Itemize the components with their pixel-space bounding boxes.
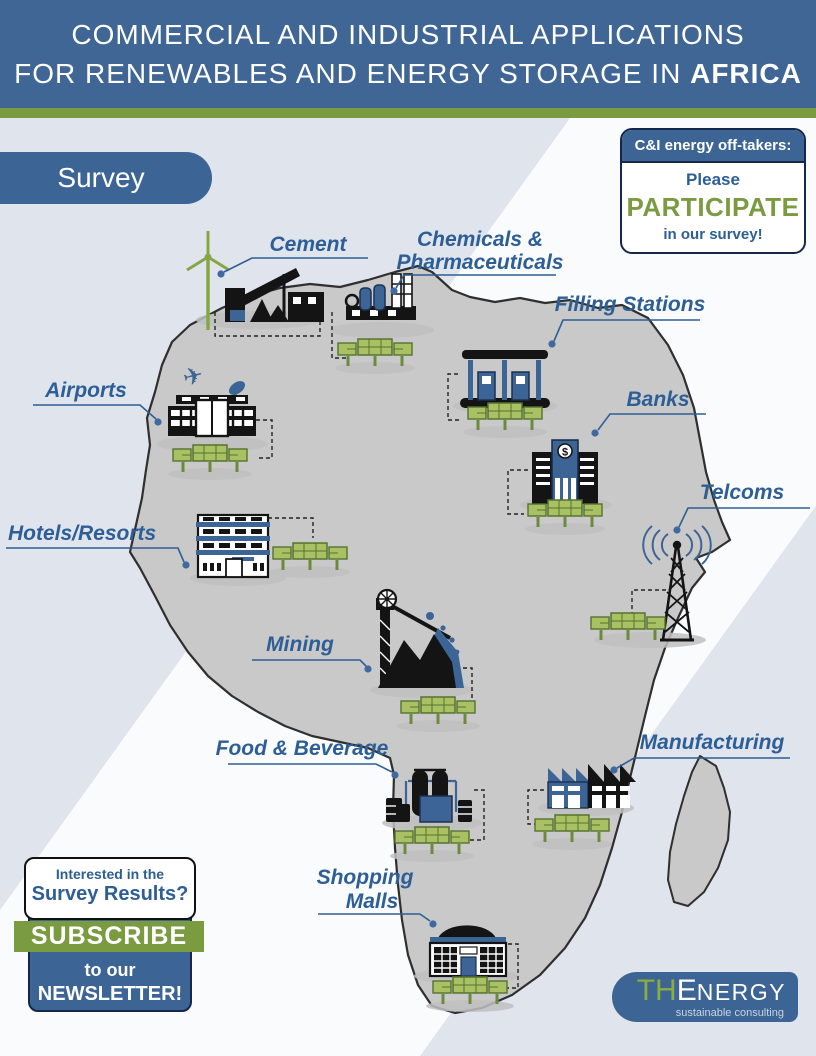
label-cement: Cement xyxy=(269,233,347,256)
dollar-icon: $ xyxy=(562,447,568,459)
subscribe-button[interactable]: SUBSCRIBE xyxy=(14,921,204,952)
hotel-icon xyxy=(196,513,270,579)
label-shopping-2: Malls xyxy=(346,890,399,913)
green-divider xyxy=(0,108,816,118)
logo-tagline: sustainable consulting xyxy=(675,1007,784,1019)
bank-icon: $ xyxy=(532,439,598,505)
site-hotels: Hotels/Resorts xyxy=(6,513,350,586)
site-chemicals: Chemicals & Pharmaceuticals xyxy=(330,228,563,374)
header-banner: COMMERCIAL AND INDUSTRIAL APPLICATIONS F… xyxy=(0,0,816,108)
label-filling-stations: Filling Stations xyxy=(555,293,706,316)
label-chemicals-1: Chemicals & xyxy=(417,228,543,251)
mining-icon xyxy=(376,588,464,688)
label-telcoms: Telcoms xyxy=(700,481,784,504)
survey-results-card: Interested in the Survey Results? xyxy=(24,857,196,920)
logo-nergy: NERGY xyxy=(696,979,786,1005)
cta-participate-text: PARTICIPATE xyxy=(626,192,800,222)
participate-cta-box[interactable]: C&I energy off-takers: Please PARTICIPAT… xyxy=(620,128,806,254)
thenergy-logo: THENERGY sustainable consulting xyxy=(612,972,798,1022)
label-manufacturing: Manufacturing xyxy=(640,731,785,754)
label-chemicals-2: Pharmaceuticals xyxy=(397,251,564,274)
cta-please-text: Please xyxy=(686,170,740,189)
label-banks: Banks xyxy=(626,388,689,411)
site-cement: Cement xyxy=(186,231,368,337)
site-food-beverage: Food & Beverage xyxy=(216,737,485,862)
cement-plant-icon xyxy=(225,268,324,322)
label-airports: Airports xyxy=(44,379,127,402)
survey-badge-label: Survey xyxy=(57,162,145,193)
airport-icon: ✈ xyxy=(168,361,256,438)
site-filling-stations: Filling Stations xyxy=(447,293,706,438)
site-mining: Mining xyxy=(252,588,480,732)
site-shopping-malls: Shopping Malls xyxy=(317,866,519,1012)
madagascar xyxy=(667,755,731,907)
site-manufacturing: Manufacturing xyxy=(527,731,790,850)
factory-icon xyxy=(547,764,636,809)
wind-turbine-icon xyxy=(186,231,230,330)
label-hotels: Hotels/Resorts xyxy=(8,522,156,545)
site-airports: ✈ Airports xyxy=(33,361,273,480)
logo-e: E xyxy=(676,974,697,1007)
chemical-plant-icon xyxy=(344,273,416,320)
cta-survey-text: in our survey! xyxy=(663,226,763,243)
header-title-line2: FOR RENEWABLES AND ENERGY STORAGE IN AFR… xyxy=(14,57,802,89)
newsletter-line2: NEWSLETTER! xyxy=(37,983,183,1005)
food-beverage-icon xyxy=(386,768,472,823)
label-mining: Mining xyxy=(266,633,334,656)
results-line2: Survey Results? xyxy=(31,883,189,905)
site-banks: $ Banks xyxy=(507,388,706,535)
header-title-line1: COMMERCIAL AND INDUSTRIAL APPLICATIONS xyxy=(71,18,745,50)
survey-badge: Survey xyxy=(0,152,212,204)
cta-header: C&I energy off-takers: xyxy=(622,130,804,163)
label-shopping-1: Shopping xyxy=(317,866,414,889)
satellite-dish-icon xyxy=(228,381,246,395)
site-telcoms: Telcoms xyxy=(589,481,810,648)
header-title-africa: AFRICA xyxy=(690,57,802,89)
newsletter-line1: to our xyxy=(84,960,136,980)
subscribe-label: SUBSCRIBE xyxy=(30,922,188,950)
logo-th: TH xyxy=(636,974,677,1007)
mall-icon xyxy=(428,925,508,978)
label-food-beverage: Food & Beverage xyxy=(216,737,389,760)
results-line1: Interested in the xyxy=(55,866,165,882)
